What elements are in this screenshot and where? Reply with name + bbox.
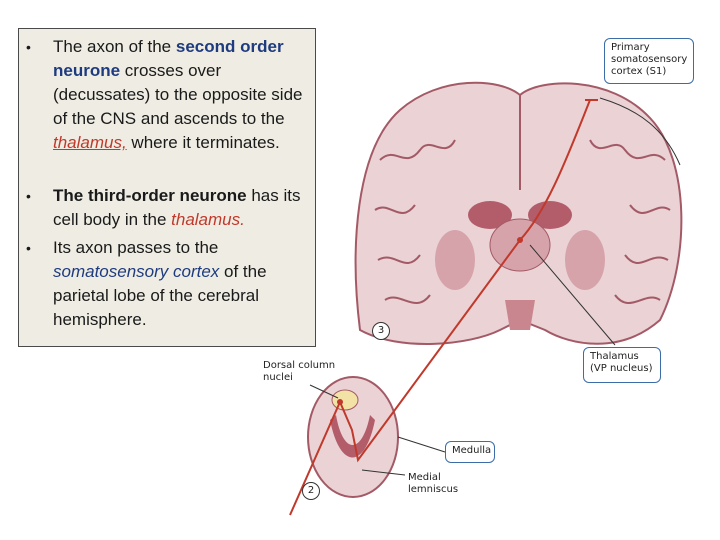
medulla-leader [397, 436, 446, 453]
dorsal-leader [309, 384, 339, 399]
step-number-2: 2 [302, 482, 320, 500]
label-thalamus: Thalamus (VP nucleus) [583, 347, 661, 383]
gyri-right [589, 139, 671, 304]
label-dorsal-column-nuclei: Dorsal column nuclei [263, 360, 336, 383]
cortex-arc [599, 97, 681, 166]
thalamus-leader [529, 244, 616, 346]
thalamus-shape [489, 218, 551, 272]
bullet-item-3: •Its axon passes to the somatosensory co… [26, 238, 267, 329]
label-medulla: Medulla [445, 441, 495, 463]
label-medial-lemniscus: Medial lemniscus [408, 472, 459, 495]
bullet-icon: • [26, 188, 31, 204]
gyri-left [374, 139, 456, 304]
medulla-grey-matter [330, 415, 375, 458]
label-primary-somatosensory-cortex: Primary somatosensory cortex (S1) [604, 38, 694, 84]
medial-leader [361, 469, 406, 476]
bullet-item-2: •The third-order neurone has its cell bo… [26, 186, 301, 229]
brainstem-top [505, 300, 535, 330]
text-box: •The axon of the second order neurone cr… [18, 28, 316, 347]
pathway-node-dorsal [337, 399, 343, 405]
pathway-node-thalamus [517, 237, 523, 243]
bullet-icon: • [26, 240, 31, 256]
ventricle-left [468, 201, 512, 229]
basal-ganglia-left [435, 230, 475, 290]
ventricle-right [528, 201, 572, 229]
step-number-3: 3 [372, 322, 390, 340]
basal-ganglia-right [565, 230, 605, 290]
bullet-icon: • [26, 39, 31, 55]
dorsal-column-nuclei-shape [331, 389, 359, 411]
bullet-item-1: •The axon of the second order neurone cr… [26, 37, 303, 152]
sensory-pathway [289, 99, 591, 516]
